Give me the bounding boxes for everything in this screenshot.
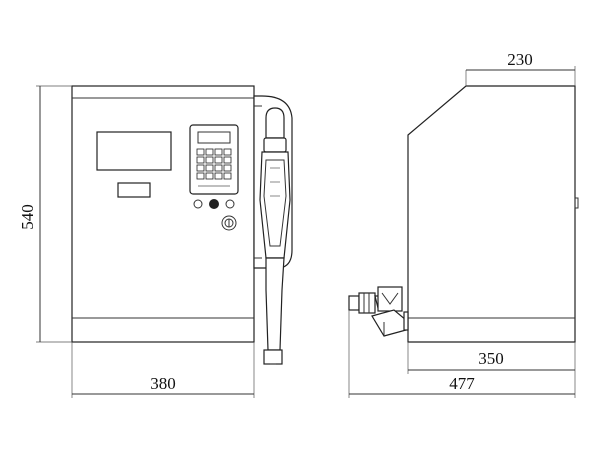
pipe-connector-icon <box>348 286 409 337</box>
keypad-key <box>223 156 232 164</box>
dim-front-height: 540 <box>18 204 37 230</box>
keypad-key <box>223 172 232 180</box>
dim-side-body: 350 <box>478 349 504 368</box>
indicator-right <box>225 199 235 209</box>
keypad-key <box>205 172 214 180</box>
keypad-key <box>196 156 205 164</box>
side-view: 230 350 477 <box>348 50 579 398</box>
keypad-key <box>214 164 223 172</box>
indicator-middle <box>209 199 219 209</box>
dim-side-total: 477 <box>449 374 475 393</box>
nozzle-icon <box>259 107 291 365</box>
keypad-key <box>205 148 214 156</box>
keypad-key <box>196 164 205 172</box>
keypad-key <box>223 164 232 172</box>
front-view: 540 380 <box>18 85 293 398</box>
keypad-key <box>214 156 223 164</box>
keypad-key <box>214 148 223 156</box>
keypad-key <box>205 156 214 164</box>
keypad-key <box>214 172 223 180</box>
keypad-key <box>196 172 205 180</box>
keypad-key <box>196 148 205 156</box>
main-display <box>96 131 172 171</box>
indicator-left <box>193 199 203 209</box>
dim-side-top: 230 <box>507 50 533 69</box>
label-window <box>117 182 151 198</box>
key-switch <box>221 215 237 231</box>
keypad-icon <box>189 124 239 195</box>
keypad-key <box>223 148 232 156</box>
dim-front-width: 380 <box>150 374 176 393</box>
side-cabinet <box>407 85 576 343</box>
keypad-key <box>205 164 214 172</box>
